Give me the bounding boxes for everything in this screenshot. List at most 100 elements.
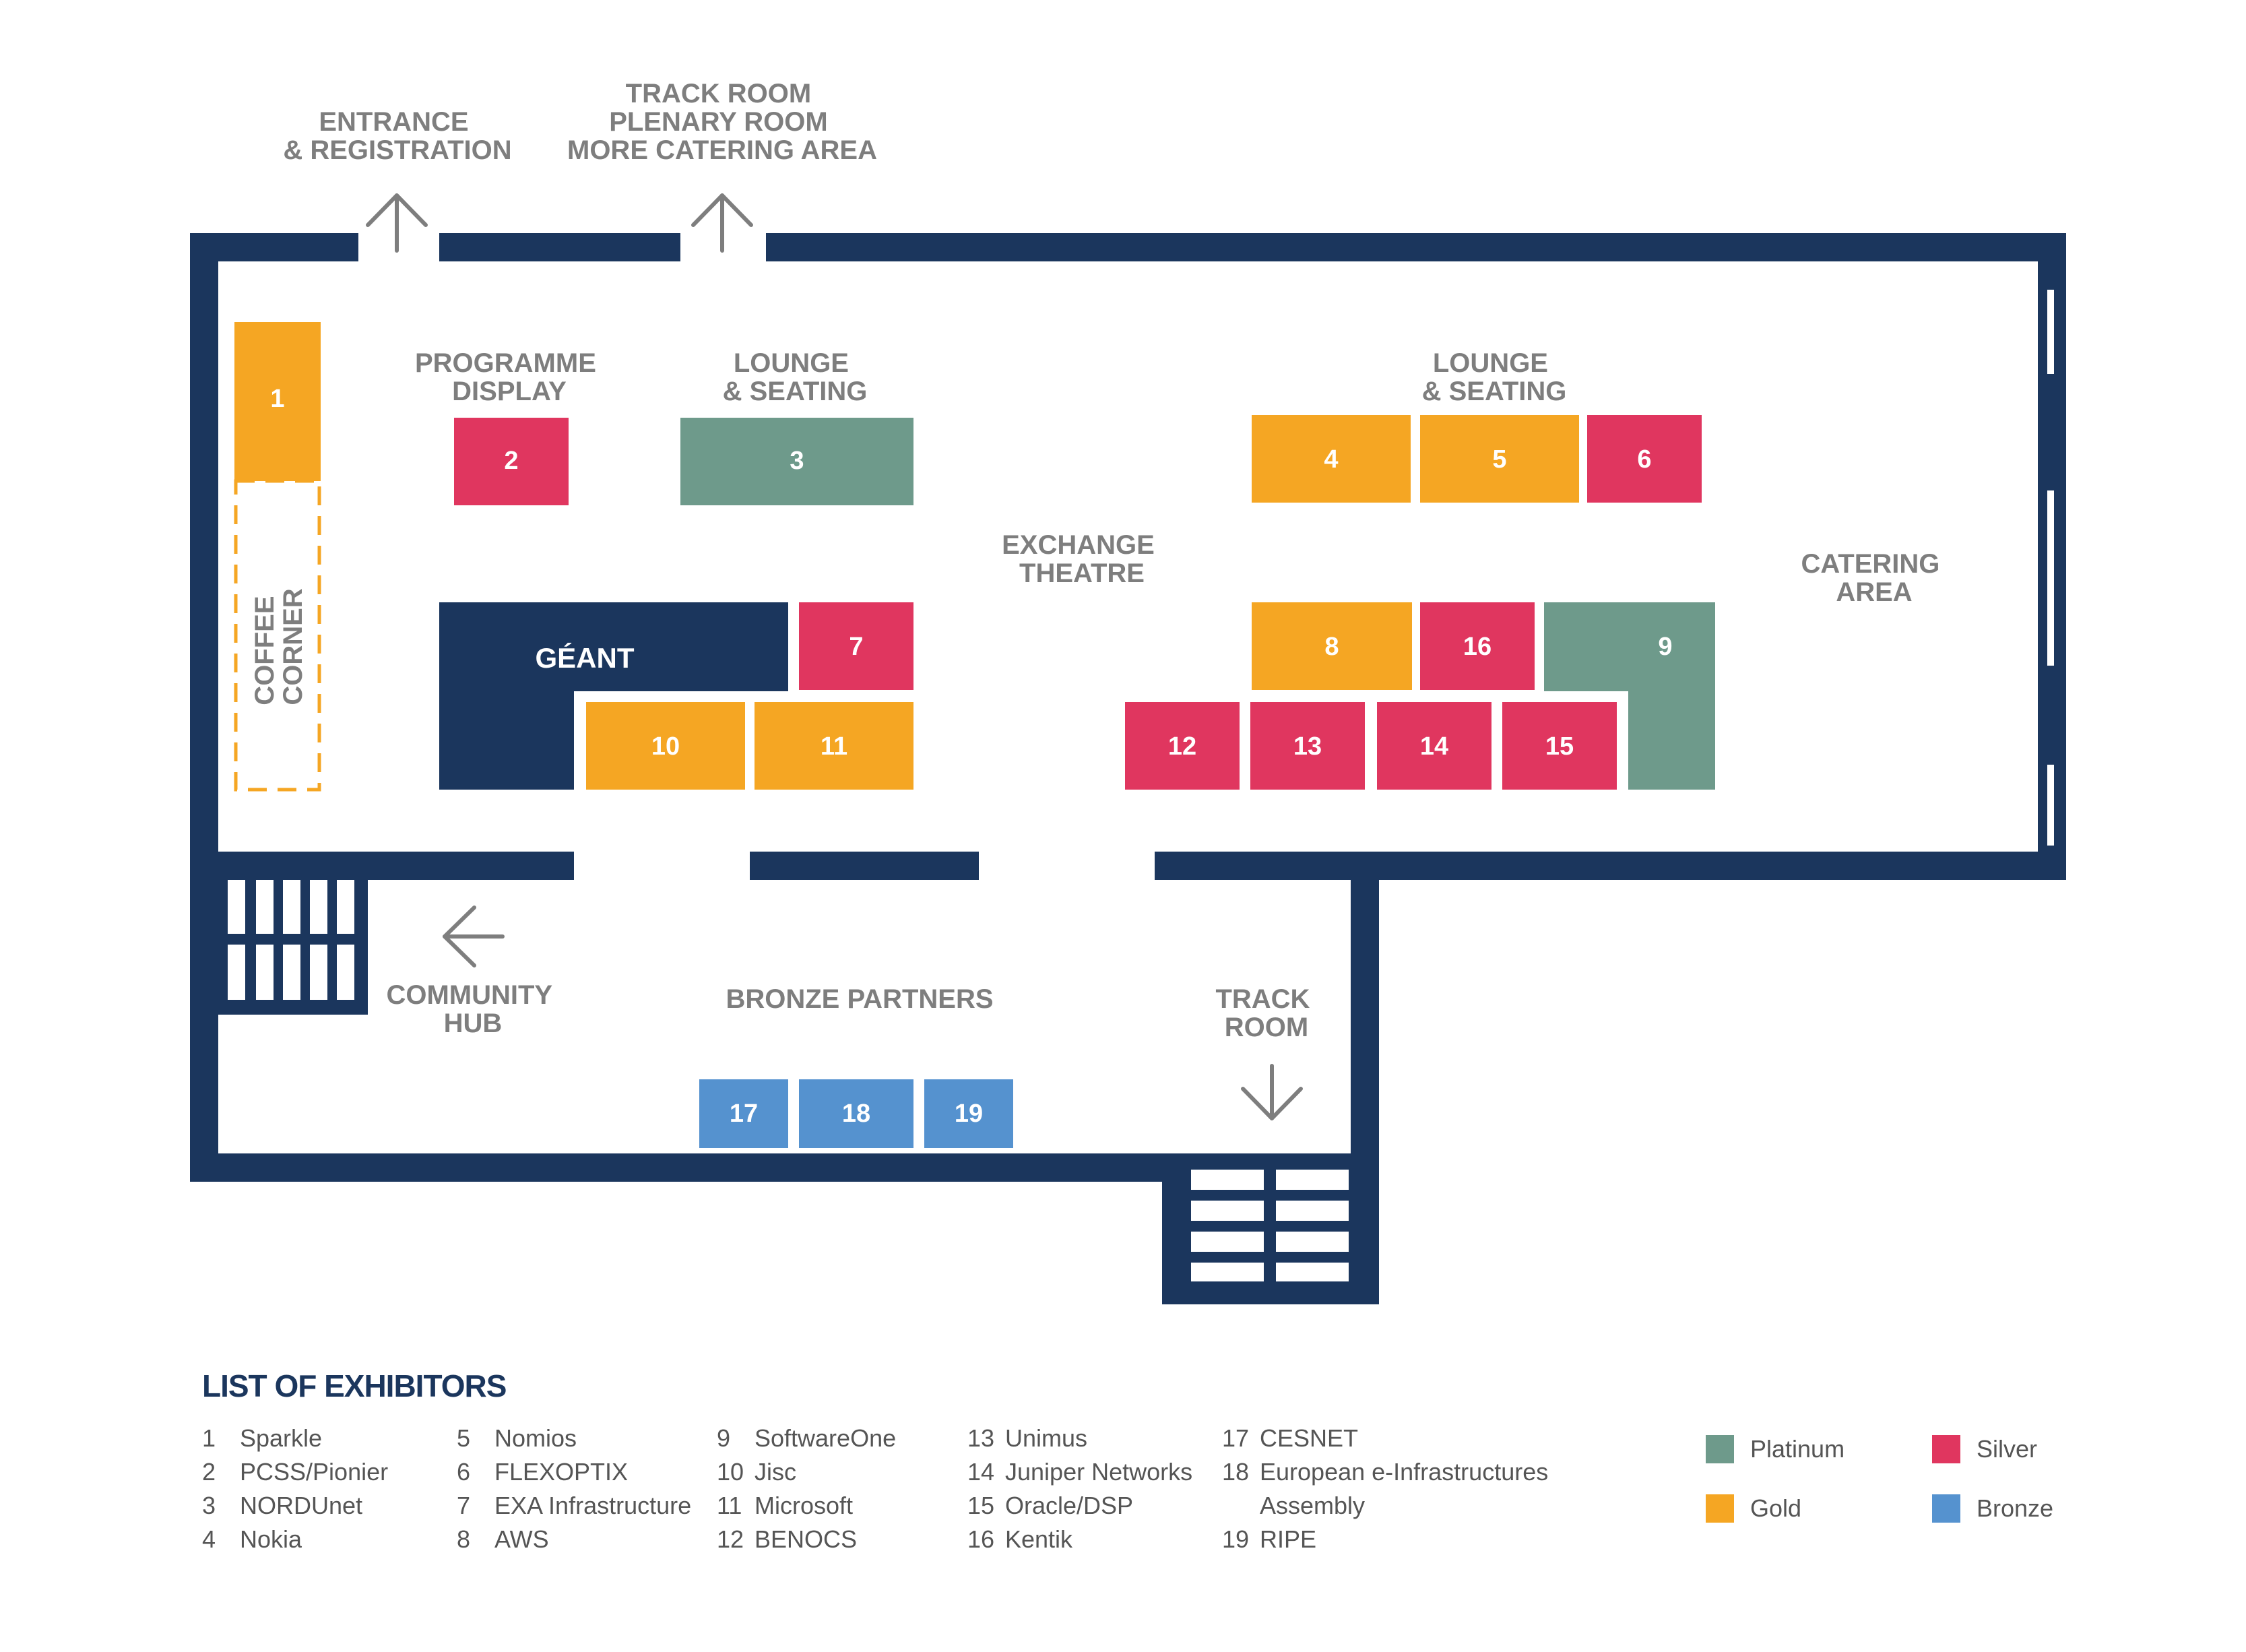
stair-step [310,945,327,1000]
catering-area-label-line: CATERING [1801,549,1939,579]
booth-9 [1544,602,1715,790]
exhibitor-number: 4 [202,1525,216,1553]
entrance-label-line: & REGISTRATION [283,135,511,165]
booth-number: 19 [955,1100,983,1128]
exhibitor-number: 10 [717,1458,744,1486]
stair-step [228,880,245,934]
stair-step [310,880,327,934]
booth-numbers: 1 2 3 4 5 6 7 8 9 10 11 12 13 14 15 16 1… [270,385,1672,1128]
exhibitor-name: RIPE [1260,1525,1317,1553]
tier-key-label: Platinum [1750,1435,1845,1463]
silver-swatch [1932,1435,1960,1463]
catering-area-label: CATERING AREA [1801,549,1947,607]
exhibitor-number: 9 [717,1424,731,1452]
lounge-right-label: LOUNGE & SEATING [1422,348,1567,406]
booth-number: 17 [730,1100,758,1128]
exhibitor-name: Oracle/DSP [1005,1492,1134,1519]
entrance-label: ENTRANCE & REGISTRATION [283,107,511,165]
window-1 [2047,290,2054,374]
booth-number: 16 [1463,633,1491,661]
track-room-label-line: ROOM [1225,1013,1308,1042]
booth-4 [1252,415,1411,503]
booth-15 [1502,702,1617,790]
exchange-theatre-label-line: THEATRE [1019,559,1145,588]
catering-area-label-line: AREA [1836,577,1912,607]
booth-12 [1125,702,1240,790]
exhibitor-name: Nomios [494,1424,577,1452]
lounge-right-label-line: LOUNGE [1433,348,1548,378]
exhibitor-name: EXA Infrastructure [494,1492,692,1519]
lounge-right-label-line: & SEATING [1422,377,1567,406]
tier-key-bronze: Bronze [1932,1494,2053,1523]
booth-number: 1 [270,385,284,413]
geant-label: GÉANT [536,642,635,674]
booth-5 [1420,415,1579,503]
lounge-left-label-line: LOUNGE [734,348,849,378]
booth-14 [1377,702,1491,790]
exhibitor-number: 16 [967,1525,995,1553]
stair-step [228,945,245,1000]
exhibitor-name: Juniper Networks [1005,1458,1193,1486]
booth-number: 13 [1293,732,1322,761]
coffee-corner-label-line: CORNER [278,588,308,705]
exhibitor-number: 6 [457,1458,471,1486]
exhibitor-number: 15 [967,1492,995,1519]
exhibitor-number: 11 [717,1492,742,1519]
stair-step [1276,1232,1349,1252]
track-room-label-line: TRACK [1215,984,1310,1014]
booth-number: 14 [1420,732,1448,761]
booth-number: 4 [1324,445,1338,474]
tier-key-label: Gold [1750,1494,1802,1522]
booth-7 [799,602,913,690]
booth-11 [755,702,913,790]
stair-step [256,880,274,934]
exhibitor-entry: Assembly [1222,1489,1548,1523]
exhibitor-name: Sparkle [240,1424,323,1452]
exhibitor-number: 13 [967,1424,995,1452]
lounge-left-label: LOUNGE & SEATING [723,348,868,406]
stair-step [1276,1170,1349,1190]
programme-display-label-line: PROGRAMME [415,348,596,378]
booth-13 [1250,702,1365,790]
down-arrow-icon [1241,1064,1303,1120]
exhibitor-number: 2 [202,1458,216,1486]
bronze-swatch [1932,1494,1960,1523]
booth-number: 12 [1168,732,1196,761]
exhibitor-entry: 15 Oracle/DSP [967,1489,1192,1523]
exchange-theatre-label: EXCHANGE THEATRE [1002,530,1162,588]
legend-title: LIST OF EXHIBITORS [202,1368,507,1403]
entrance-label-line: ENTRANCE [319,107,468,137]
platinum-swatch [1706,1435,1734,1463]
community-hub-label-line: COMMUNITY [386,980,552,1010]
middle-wall-center [750,852,979,880]
staircase-track-room [1191,1170,1349,1281]
window-2 [2047,490,2054,666]
track-room-label: TRACK ROOM [1215,984,1317,1042]
exhibitor-name: European e-Infrastructures [1260,1458,1549,1486]
booths [234,322,1702,1148]
booth-2 [454,418,569,505]
booth-19 [924,1079,1013,1148]
gold-swatch [1706,1494,1734,1523]
exhibitor-name: SoftwareOne [755,1424,897,1452]
booth-number: 5 [1492,445,1506,474]
stair-step [1191,1263,1264,1281]
lounge-left-label-line: & SEATING [723,377,868,406]
booth-1 [234,322,321,481]
booth-6 [1587,415,1702,503]
stair-step [256,945,274,1000]
booth-number: 7 [849,633,863,661]
